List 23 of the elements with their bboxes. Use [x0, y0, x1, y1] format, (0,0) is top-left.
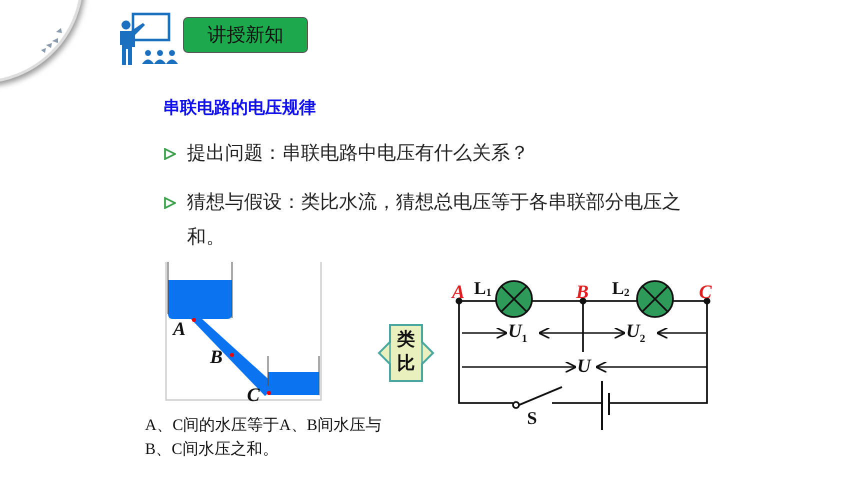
arrow: [462, 326, 508, 340]
arrow: [462, 360, 577, 374]
voltage-label: U$_{2}$: [626, 322, 646, 345]
caption: A、C间的水压等于A、B间水压与B、C间水压之和。: [145, 416, 382, 460]
point-label: A: [452, 283, 465, 302]
arrow: [595, 360, 707, 374]
arrow: [538, 326, 626, 340]
lamp-label: L$_{2}$: [612, 279, 630, 297]
section-badge: 讲授新知: [183, 17, 308, 53]
point-label: C: [699, 283, 712, 302]
point-label: B: [576, 283, 589, 302]
heading: 串联电路的电压规律: [163, 97, 316, 119]
point-label: A: [173, 320, 186, 339]
voltage-label: U$_{1}$: [508, 322, 528, 345]
voltage-label: U: [577, 357, 591, 376]
point-label: B: [210, 348, 223, 367]
point-label: C: [247, 386, 260, 405]
switch-label: S: [527, 409, 538, 427]
bullet-text: 提出问题：串联电路中电压有什么关系？: [187, 141, 530, 166]
lamp-label: L$_{1}$: [474, 279, 492, 297]
bullet-text: 猜想与假设：类比水流，猜想总电压等于各串联部分电压之和。: [187, 190, 682, 250]
analogy-badge: 类比: [376, 322, 436, 384]
arrow: [656, 326, 706, 340]
